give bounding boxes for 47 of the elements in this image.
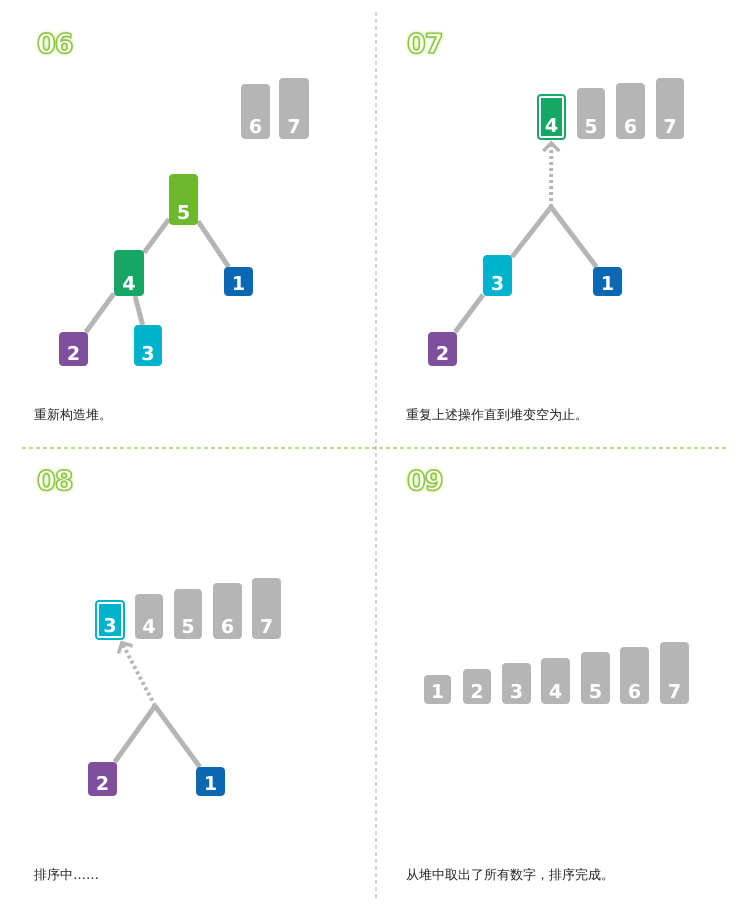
sorted-bar: 4: [135, 594, 163, 639]
sorted-bar: 6: [620, 647, 649, 704]
heap-node: 3: [134, 325, 162, 366]
sorted-bar: 7: [279, 78, 309, 139]
tree-branch: [196, 220, 231, 268]
dashed-arrow: [542, 141, 562, 208]
tree-branch: [152, 704, 202, 768]
sorted-bar: 3: [502, 663, 531, 704]
dashed-arrow: [116, 640, 157, 707]
step-number: 08: [37, 468, 73, 495]
heap-node: 1: [593, 267, 622, 296]
tree-branch: [84, 292, 116, 334]
step-number: 07: [407, 31, 443, 58]
heap-node: 3: [483, 255, 512, 296]
heap-node: 5: [169, 174, 198, 225]
sorted-bar: 5: [174, 589, 202, 639]
sorted-bar: 6: [241, 84, 270, 139]
sorted-bar: 4: [541, 658, 570, 704]
heap-node: 4: [114, 250, 144, 296]
step-number: 09: [407, 468, 443, 495]
caption-text: 重复上述操作直到堆变空为止。: [406, 408, 588, 424]
selected-card: 4: [537, 94, 566, 140]
tree-branch: [510, 205, 553, 258]
selected-card: 3: [95, 600, 125, 640]
caption-text: 重新构造堆。: [34, 408, 112, 424]
sorted-bar: 7: [252, 578, 281, 639]
tree-branch: [132, 295, 146, 326]
heap-node: 1: [224, 267, 253, 296]
sorted-bar: 7: [660, 642, 689, 704]
sorted-bar: 7: [656, 78, 684, 139]
sorted-bar: 2: [463, 669, 491, 704]
step-number: 06: [37, 31, 73, 58]
sorted-bar: 1: [424, 675, 451, 704]
tree-branch: [142, 218, 171, 254]
caption-text: 从堆中取出了所有数字，排序完成。: [406, 868, 614, 884]
heap-node: 2: [428, 332, 457, 366]
sorted-bar: 6: [213, 583, 242, 639]
sorted-bar: 6: [616, 83, 645, 139]
tree-branch: [549, 206, 598, 269]
sorted-bar: 5: [577, 88, 605, 139]
tree-branch: [453, 293, 485, 334]
sorted-bar: 5: [581, 652, 610, 704]
heap-node: 2: [88, 762, 117, 796]
tree-branch: [112, 704, 158, 764]
heap-node: 1: [196, 767, 225, 796]
heap-node: 2: [59, 332, 88, 366]
caption-text: 排序中……: [34, 868, 99, 884]
